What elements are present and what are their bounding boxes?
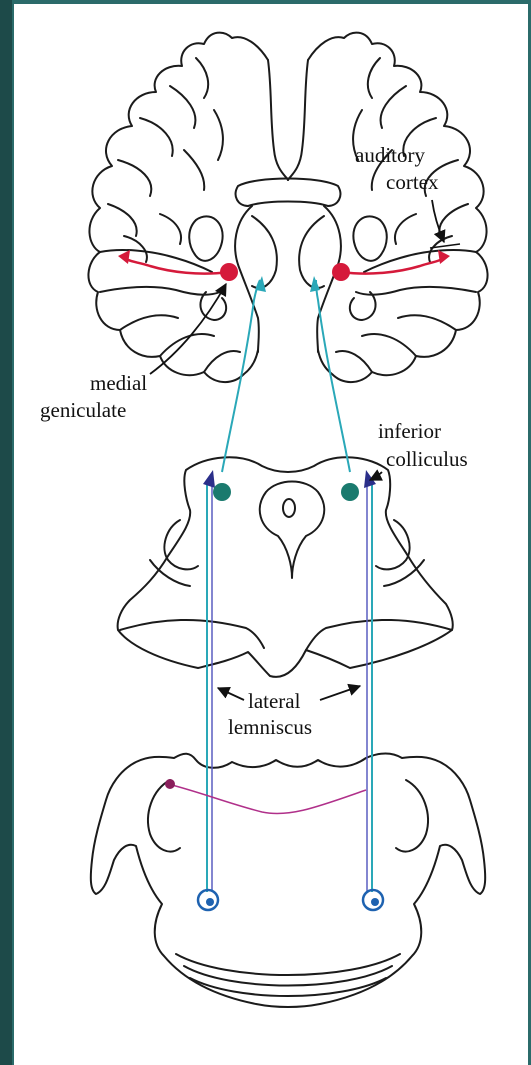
crossing-fiber-origin: [165, 779, 175, 789]
right-inferior-colliculus-nucleus: [341, 483, 359, 501]
auditory-cortex-label-line2: cortex: [386, 170, 439, 194]
left-medial-geniculate-nucleus: [220, 263, 238, 281]
inferior-colliculus-label-line1: inferior: [378, 419, 441, 443]
medial-geniculate-label-line2: geniculate: [40, 398, 126, 422]
left-inferior-colliculus-nucleus: [213, 483, 231, 501]
medial-geniculate-label-line1: medial: [90, 371, 147, 395]
auditory-cortex-label-line1: auditory: [355, 143, 425, 167]
inferior-colliculus-label-line2: colliculus: [386, 447, 468, 471]
lateral-lemniscus-label-line1: lateral: [248, 689, 301, 713]
slide-left-stripe: [0, 0, 12, 1065]
lateral-lemniscus-label-line2: lemniscus: [228, 715, 312, 739]
right-medial-geniculate-nucleus: [332, 263, 350, 281]
